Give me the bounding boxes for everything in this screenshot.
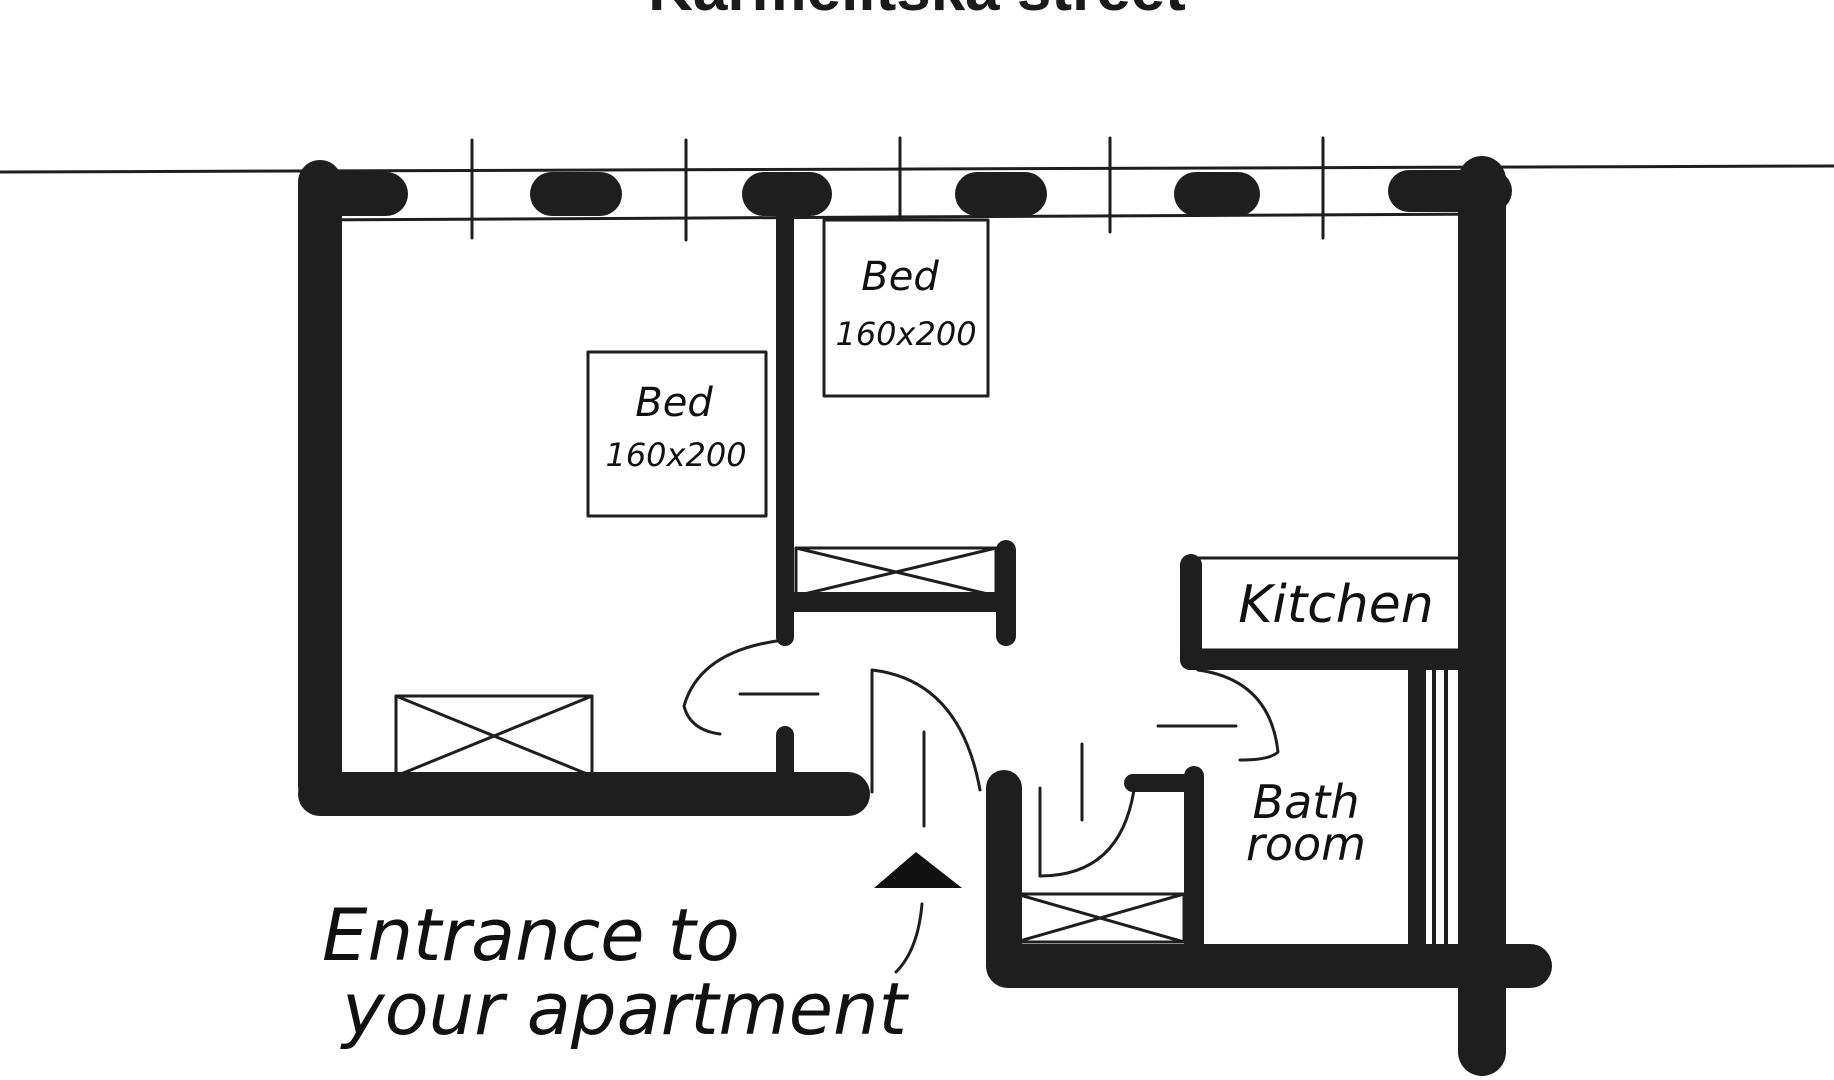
bed-middle-box bbox=[822, 218, 990, 398]
wall-left bbox=[298, 160, 342, 808]
bathroom-partition bbox=[1408, 656, 1476, 954]
wall-bathroom-top-stub bbox=[1124, 774, 1200, 792]
kitchen-counter bbox=[1194, 556, 1464, 652]
facade-ticks bbox=[470, 136, 1325, 242]
wall-bottom-left bbox=[298, 772, 870, 816]
entrance-arrow bbox=[894, 902, 924, 974]
door-kitchen-bath bbox=[1156, 668, 1280, 762]
wall-bathroom-left bbox=[1184, 766, 1204, 956]
door-left-room bbox=[682, 638, 820, 736]
entrance-label-line1: Entrance to bbox=[322, 893, 740, 977]
entrance-triangle-icon bbox=[874, 852, 962, 888]
bathroom-label-line1: Bath bbox=[1253, 775, 1360, 829]
entrance-label-line2: your apartment bbox=[340, 967, 910, 1051]
door-entrance bbox=[870, 668, 982, 828]
door-bathroom bbox=[1038, 742, 1136, 878]
bed-middle-size: 160x200 bbox=[835, 315, 976, 353]
walls bbox=[298, 156, 1552, 1076]
windows bbox=[298, 170, 1512, 216]
window bbox=[530, 172, 622, 216]
bed-left-size: 160x200 bbox=[605, 436, 746, 474]
window bbox=[955, 172, 1047, 216]
wall-entrance-right bbox=[986, 770, 1022, 980]
cabinet-closet bbox=[794, 546, 998, 598]
wall-interior-left-stub bbox=[776, 726, 794, 786]
wall-interior-left bbox=[776, 190, 794, 646]
cabinet-left-room bbox=[394, 694, 594, 778]
street-line bbox=[0, 164, 1834, 174]
window bbox=[1174, 172, 1260, 216]
kitchen-label: Kitchen bbox=[1238, 575, 1433, 635]
wall-right bbox=[1458, 156, 1506, 1076]
bed-left-box bbox=[586, 350, 768, 518]
cabinet-bathroom bbox=[1014, 892, 1186, 944]
bed-left-label: Bed bbox=[635, 380, 713, 426]
wall-bottom-right bbox=[986, 944, 1552, 988]
bathroom-label-line2: room bbox=[1246, 817, 1366, 871]
wall-kitchen-bottom bbox=[1180, 650, 1486, 670]
bed-middle-label: Bed bbox=[861, 254, 939, 300]
street-title: Karmelitská street bbox=[648, 0, 1186, 24]
